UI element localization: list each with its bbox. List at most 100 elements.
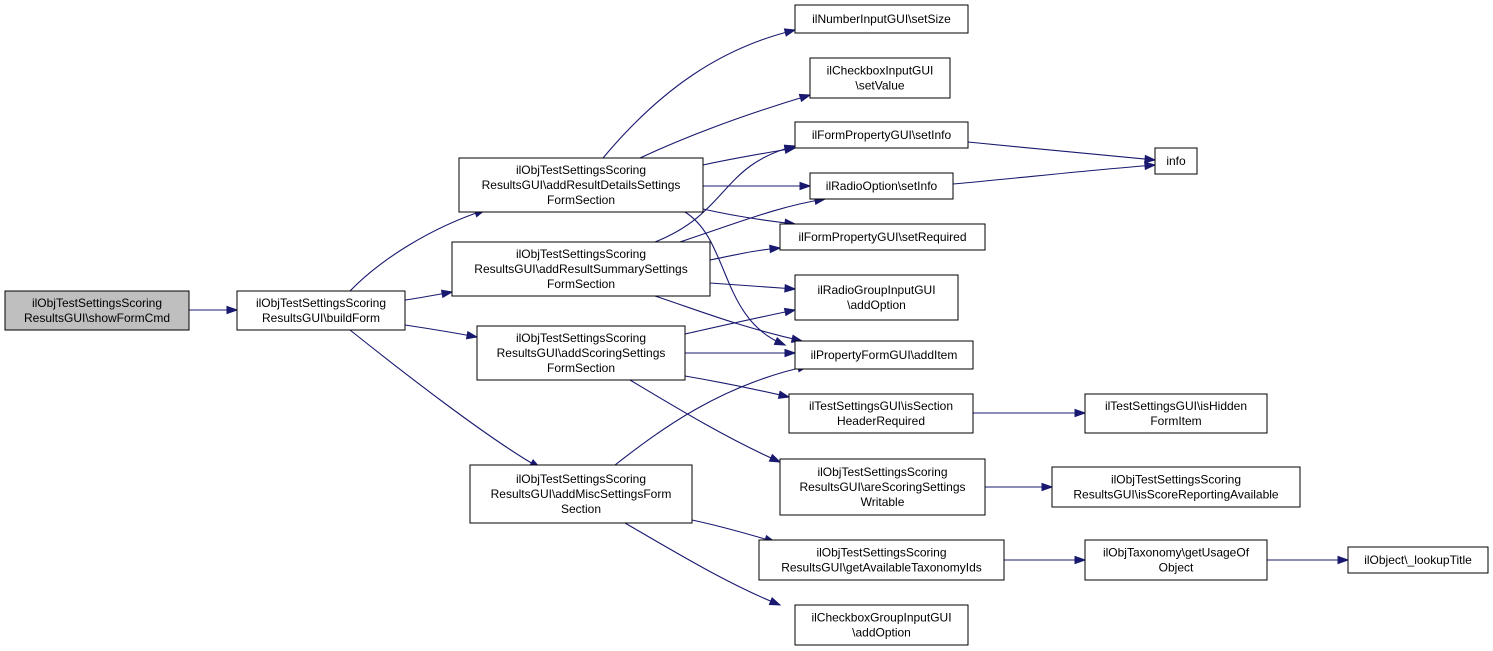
node-numSetSize[interactable]: ilNumberInputGUI\setSize — [794, 4, 969, 34]
edge-addMiscSettings-to-chkGroupAddOption-arrowhead — [768, 597, 782, 606]
edge-addResultDetails-to-setRequired — [702, 208, 796, 225]
node-label-line: Section — [561, 502, 601, 516]
edge-addResultSummary-to-formPropSetInfo-arrowhead — [783, 144, 797, 153]
node-addResultDetails[interactable]: ilObjTestSettingsScoringResultsGUI\addRe… — [458, 157, 704, 213]
node-label-line: ilObjTestSettingsScoring — [516, 247, 646, 261]
edge-getTaxonomyIds-to-getUsageOfObject-arrowhead — [1074, 555, 1087, 565]
node-info[interactable]: info — [1154, 147, 1198, 175]
nodes-layer: ilObjTestSettingsScoringResultsGUI\showF… — [4, 4, 1489, 646]
node-label-line: ilRadioGroupInputGUI — [817, 283, 935, 297]
node-box — [794, 604, 969, 646]
node-radioSetInfo[interactable]: ilRadioOption\setInfo — [809, 172, 954, 200]
node-label-line: ilObject\_lookupTitle — [1364, 553, 1472, 567]
node-label-line: ResultsGUI\areScoringSettings — [799, 480, 965, 494]
node-buildForm[interactable]: ilObjTestSettingsScoringResultsGUI\build… — [236, 290, 406, 331]
node-lookupTitle[interactable]: ilObject\_lookupTitle — [1347, 546, 1489, 574]
edge-formPropSetInfo-to-info-arrowhead — [1144, 154, 1157, 164]
node-box — [758, 539, 1005, 581]
edge-addMiscSettings-to-getTaxonomyIds — [691, 519, 776, 543]
node-label-line: ilObjTestSettingsScoring — [816, 546, 946, 560]
node-chkSetValue[interactable]: ilCheckboxInputGUI\setValue — [809, 57, 951, 99]
node-box — [788, 393, 974, 434]
edge-areScoringWritable-to-isScoreReporting-arrowhead — [1041, 482, 1054, 492]
node-label-line: ResultsGUI\getAvailableTaxonomyIds — [781, 561, 982, 575]
edge-addScoringSettings-to-radioGroupAddOption-arrowhead — [783, 307, 797, 317]
node-label-line: Object — [1159, 561, 1194, 575]
edge-buildForm-to-addResultDetails — [349, 209, 486, 292]
node-box — [794, 4, 969, 34]
node-label-line: ilRadioOption\setInfo — [826, 179, 938, 193]
edge-addResultDetails-to-chkSetValue-arrowhead — [798, 93, 812, 103]
edge-buildForm-to-addMiscSettings — [349, 329, 541, 469]
edge-addResultSummary-to-setRequired — [709, 247, 781, 261]
node-box — [779, 223, 986, 251]
edge-addScoringSettings-to-areScoringWritable — [629, 379, 781, 463]
node-label-line: ilNumberInputGUI\setSize — [812, 12, 951, 26]
node-box — [1084, 393, 1268, 434]
node-label-line: \addOption — [852, 626, 911, 640]
node-box — [809, 57, 951, 99]
edge-getUsageOfObject-to-lookupTitle-arrowhead — [1337, 555, 1350, 565]
node-isScoreReporting[interactable]: ilObjTestSettingsScoringResultsGUI\isSco… — [1051, 466, 1301, 508]
node-chkGroupAddOption[interactable]: ilCheckboxGroupInputGUI\addOption — [794, 604, 969, 646]
node-label-line: ResultsGUI\isScoreReportingAvailable — [1073, 488, 1279, 502]
edge-addScoringSettings-to-areScoringWritable-arrowhead — [768, 453, 782, 463]
node-addItem[interactable]: ilPropertyFormGUI\addItem — [794, 340, 974, 370]
node-isSectionHeaderRequired[interactable]: ilTestSettingsGUI\isSectionHeaderRequire… — [788, 393, 974, 434]
edge-addResultDetails-to-addItem-arrowhead — [773, 336, 787, 346]
node-box — [794, 121, 969, 149]
node-formPropSetInfo[interactable]: ilFormPropertyGUI\setInfo — [794, 121, 969, 149]
node-box — [469, 464, 693, 524]
node-label-line: ilObjTestSettingsScoring — [32, 296, 162, 310]
node-label-line: ResultsGUI\showFormCmd — [24, 311, 170, 325]
node-box — [809, 172, 954, 200]
node-showFormCmd[interactable]: ilObjTestSettingsScoringResultsGUI\showF… — [4, 290, 190, 331]
node-getTaxonomyIds[interactable]: ilObjTestSettingsScoringResultsGUI\getAv… — [758, 539, 1005, 581]
node-label-line: ilObjTestSettingsScoring — [516, 331, 646, 345]
node-addScoringSettings[interactable]: ilObjTestSettingsScoringResultsGUI\addSc… — [476, 325, 686, 381]
node-box — [1084, 539, 1268, 581]
edge-addResultDetails-to-chkSetValue — [639, 94, 811, 159]
node-radioGroupAddOption[interactable]: ilRadioGroupInputGUI\addOption — [794, 274, 959, 321]
node-label-line: \addOption — [847, 298, 906, 312]
node-box — [458, 157, 704, 213]
node-label-line: FormSection — [547, 193, 615, 207]
node-label-line: ilFormPropertyGUI\setRequired — [798, 230, 966, 244]
node-label-line: ResultsGUI\buildForm — [262, 311, 380, 325]
edge-buildForm-to-addResultSummary-arrowhead — [440, 289, 454, 299]
node-label-line: ilFormPropertyGUI\setInfo — [812, 128, 952, 142]
node-label-line: ResultsGUI\addScoringSettings — [497, 346, 666, 360]
node-label-line: ilObjTestSettingsScoring — [817, 465, 947, 479]
node-label-line: ilCheckboxGroupInputGUI — [811, 611, 951, 625]
node-box — [1347, 546, 1489, 574]
edge-addMiscSettings-to-addItem — [614, 365, 809, 466]
node-addResultSummary[interactable]: ilObjTestSettingsScoringResultsGUI\addRe… — [451, 241, 711, 297]
node-box — [779, 458, 986, 516]
edge-addScoringSettings-to-addItem-arrowhead — [784, 348, 797, 358]
node-box — [1051, 466, 1301, 508]
node-box — [476, 325, 686, 381]
node-box — [236, 290, 406, 331]
node-label-line: ilObjTestSettingsScoring — [516, 163, 646, 177]
edge-addResultSummary-to-radioGroupAddOption — [709, 282, 796, 290]
node-areScoringWritable[interactable]: ilObjTestSettingsScoringResultsGUI\areSc… — [779, 458, 986, 516]
node-box — [451, 241, 711, 297]
edge-addScoringSettings-to-isSectionHeaderRequired — [684, 375, 790, 398]
node-addMiscSettings[interactable]: ilObjTestSettingsScoringResultsGUI\addMi… — [469, 464, 693, 524]
edge-addResultDetails-to-addItem — [684, 211, 786, 346]
edge-addResultSummary-to-radioGroupAddOption-arrowhead — [784, 283, 797, 293]
edge-radioSetInfo-to-info — [952, 164, 1156, 185]
node-label-line: FormSection — [547, 361, 615, 375]
node-box — [794, 340, 974, 370]
edge-showFormCmd-to-buildForm-arrowhead — [226, 305, 239, 315]
node-label-line: ilPropertyFormGUI\addItem — [811, 348, 958, 362]
node-setRequired[interactable]: ilFormPropertyGUI\setRequired — [779, 223, 986, 251]
edge-addResultSummary-to-addItem — [654, 295, 803, 342]
node-label-line: ilCheckboxInputGUI — [827, 64, 934, 78]
node-box — [794, 274, 959, 321]
node-label-line: \setValue — [855, 79, 904, 93]
edge-addResultSummary-to-formPropSetInfo — [654, 145, 796, 243]
edge-addResultSummary-to-setRequired-arrowhead — [769, 244, 782, 254]
